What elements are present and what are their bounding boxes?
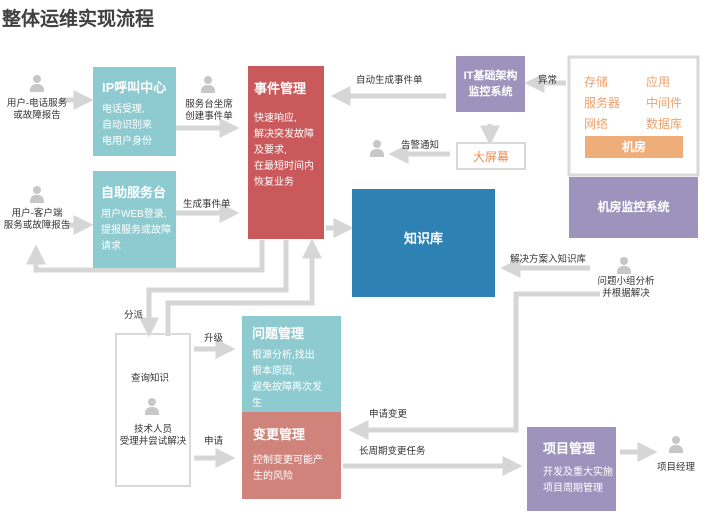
gen-ticket-label: 生成事件单 <box>183 199 231 210</box>
technician-label: 技术人员受理并尝试解决 <box>119 424 187 447</box>
project-box: 项目管理 开发及重大实施 项目周期管理 <box>527 427 616 511</box>
callcenter-title: IP呼叫中心 <box>102 80 167 95</box>
technician-person-icon <box>143 398 161 416</box>
arrow-apply-change <box>348 291 600 440</box>
incident-line: 解决突发故障 <box>254 129 314 140</box>
selfservice-line: 用户WEB登录, <box>101 209 167 220</box>
datacenter-item: 应用 <box>646 75 671 89</box>
datacenter-items: 存储 应用 服务器 中间件 网络 数据库 <box>584 72 694 135</box>
user-client-person-icon <box>28 186 46 204</box>
incident-box: 事件管理 快速响应, 解决突发故障 及要求, 在最短时间内 恢复业务 <box>248 66 324 239</box>
incident-title: 事件管理 <box>254 81 307 96</box>
dispatch-label: 分派 <box>124 310 144 321</box>
callcenter-line: 自动识别来 <box>102 120 152 131</box>
problem-line: 根本原因, <box>252 366 295 377</box>
change-line: 控制变更可能产 <box>253 455 323 466</box>
arrow-dispatch <box>139 240 289 338</box>
incident-line: 快速响应, <box>254 113 297 124</box>
itmonitor-title-line: IT基础架构 <box>463 70 518 82</box>
itmonitor-box: IT基础架构 监控系统 <box>456 56 525 112</box>
knowledge-box: 知识库 <box>352 189 495 297</box>
auto-gen-label: 自动生成事件单 <box>356 75 423 86</box>
apply-change-label: 申请变更 <box>369 409 408 420</box>
problem-title: 问题管理 <box>252 326 305 341</box>
arrow-tech-to-incident <box>165 238 322 336</box>
datacenter-item: 存储 <box>584 75 609 89</box>
datacenter-item: 网络 <box>584 117 609 131</box>
pm-label: 项目经理 <box>657 462 696 473</box>
incident-line: 在最短时间内 <box>254 161 314 172</box>
project-line: 开发及重大实施 <box>543 467 613 478</box>
problem-group-label: 问题小组分析并根据解决 <box>597 276 655 299</box>
problem-group-person-icon <box>615 257 633 275</box>
itmonitor-title-line: 监控系统 <box>468 86 513 98</box>
callcenter-line: 电用户身份 <box>102 136 152 147</box>
selfservice-line: 请求 <box>101 241 121 252</box>
user-client-label: 用户-客户端服务或故障报告 <box>3 208 71 231</box>
datacenter-item: 数据库 <box>646 117 683 131</box>
query-kb-label: 查询知识 <box>131 373 170 384</box>
bigscreen-label: 大屏幕 <box>472 150 509 164</box>
project-title: 项目管理 <box>543 441 596 456</box>
callcenter-line: 电话受理, <box>102 104 145 115</box>
long-change-label: 长周期变更任务 <box>359 446 426 457</box>
problem-line: 生 <box>252 398 262 409</box>
change-line: 生的风险 <box>253 471 293 482</box>
datacenter-item: 服务器 <box>584 96 621 110</box>
project-manager-person-icon <box>667 436 685 454</box>
incident-line: 恢复业务 <box>254 177 294 188</box>
datacenter-frame <box>567 55 700 177</box>
alert-notice-label: 告警通知 <box>401 140 440 151</box>
desk-agent-label: 服务台坐席创建事件单 <box>185 99 233 122</box>
change-box: 变更管理 控制变更可能产 生的风险 <box>242 412 341 499</box>
upgrade-label: 升级 <box>204 333 224 344</box>
page-title: 整体运维实现流程 <box>2 9 155 30</box>
alarm-label: 异常 <box>538 75 558 86</box>
callcenter-box: IP呼叫中心 电话受理, 自动识别来 电用户身份 <box>93 67 176 156</box>
bigscreen-frame <box>456 142 526 170</box>
datacenter-room-bar: 机房 <box>585 136 683 158</box>
datacenter-item: 中间件 <box>646 96 683 110</box>
selfservice-box: 自助服务台 用户WEB登录, 提报服务或故障 请求 <box>93 171 176 268</box>
dcmonitor-box: 机房监控系统 <box>569 177 698 238</box>
desk-agent-person-icon <box>199 76 217 94</box>
incident-line: 及要求, <box>254 145 287 156</box>
problem-line: 避免故障再次发 <box>252 382 322 393</box>
apply-label: 申请 <box>204 436 224 447</box>
technician-frame <box>115 333 191 487</box>
user-phone-person-icon <box>28 75 46 93</box>
problem-box: 问题管理 根源分析,找出 根本原因, 避免故障再次发 生 <box>242 316 341 412</box>
alert-person-icon <box>368 140 386 158</box>
selfservice-line: 提报服务或故障 <box>101 225 171 236</box>
problem-line: 根源分析,找出 <box>252 350 315 361</box>
project-line: 项目周期管理 <box>543 483 603 494</box>
arrow-incident-loop-users <box>26 240 265 273</box>
change-title: 变更管理 <box>253 427 306 442</box>
selfservice-title: 自助服务台 <box>101 185 167 200</box>
user-phone-label: 用户-电话服务或故障报告 <box>6 98 68 121</box>
solution-to-kb-label: 解决方案入知识库 <box>510 254 587 265</box>
